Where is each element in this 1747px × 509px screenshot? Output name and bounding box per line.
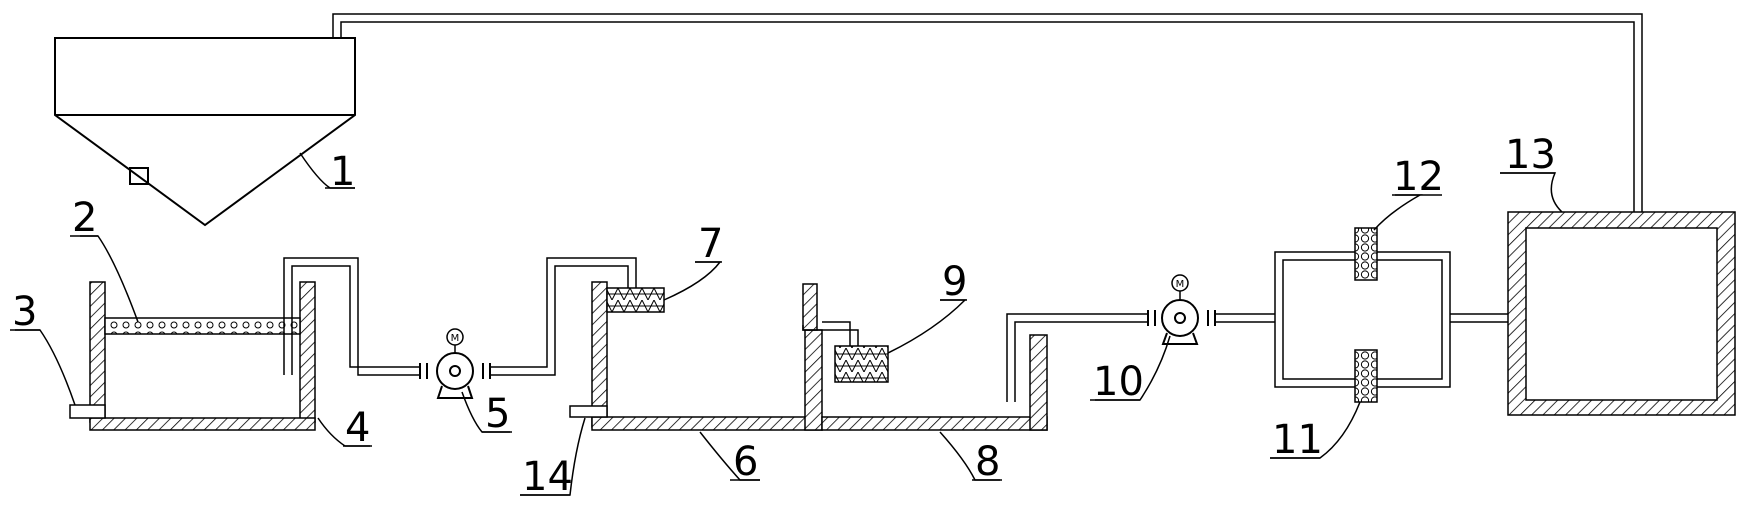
label-10: 10 — [1090, 359, 1144, 405]
label-2: 2 — [70, 195, 98, 241]
tank-13 — [1507, 211, 1736, 416]
pipe-tank4-to-tank6 — [283, 257, 637, 376]
pipe-loop-to-tank13 — [1450, 313, 1508, 323]
svg-text:5: 5 — [485, 391, 510, 437]
motor-symbol-5: M — [451, 333, 460, 344]
label-9: 9 — [940, 259, 967, 305]
hopper-1 — [54, 37, 356, 227]
label-11: 11 — [1270, 417, 1323, 463]
tank-4 — [89, 281, 316, 431]
label-13: 13 — [1500, 132, 1556, 178]
label-4: 4 — [343, 405, 372, 451]
svg-text:10: 10 — [1093, 359, 1144, 405]
filter-layer-2 — [104, 317, 301, 335]
motor-symbol-10: M — [1176, 279, 1185, 290]
filter-11 — [1354, 349, 1378, 403]
leader-lines — [15, 152, 1563, 496]
label-1: 1 — [325, 149, 355, 195]
outlet-3 — [69, 404, 106, 419]
pipe-pump10-to-loop — [1215, 313, 1275, 323]
tank-8 — [821, 334, 1048, 431]
pump-10: M — [1147, 274, 1216, 345]
svg-text:2: 2 — [72, 195, 97, 241]
media-7 — [606, 287, 665, 313]
media-9 — [834, 345, 889, 383]
pump-5: M — [419, 328, 491, 399]
label-6: 6 — [730, 439, 760, 485]
svg-text:14: 14 — [522, 454, 573, 500]
label-5: 5 — [482, 391, 512, 437]
svg-text:6: 6 — [733, 439, 758, 485]
pipe-tank8-to-pump10 — [1006, 313, 1148, 402]
svg-text:11: 11 — [1272, 417, 1323, 463]
svg-text:7: 7 — [698, 221, 723, 267]
svg-text:12: 12 — [1393, 154, 1444, 200]
filter-12 — [1354, 227, 1378, 281]
svg-text:4: 4 — [345, 405, 370, 451]
label-7: 7 — [695, 221, 723, 267]
label-3: 3 — [10, 289, 40, 335]
svg-text:13: 13 — [1505, 132, 1556, 178]
svg-text:8: 8 — [975, 439, 1000, 485]
label-14: 14 — [520, 454, 573, 500]
return-pipe — [332, 13, 1643, 220]
media-9-pipe — [802, 321, 859, 346]
svg-text:9: 9 — [942, 259, 967, 305]
label-12: 12 — [1392, 154, 1444, 200]
label-8: 8 — [972, 439, 1002, 485]
svg-text:3: 3 — [12, 289, 37, 335]
outlet-14 — [569, 405, 608, 418]
